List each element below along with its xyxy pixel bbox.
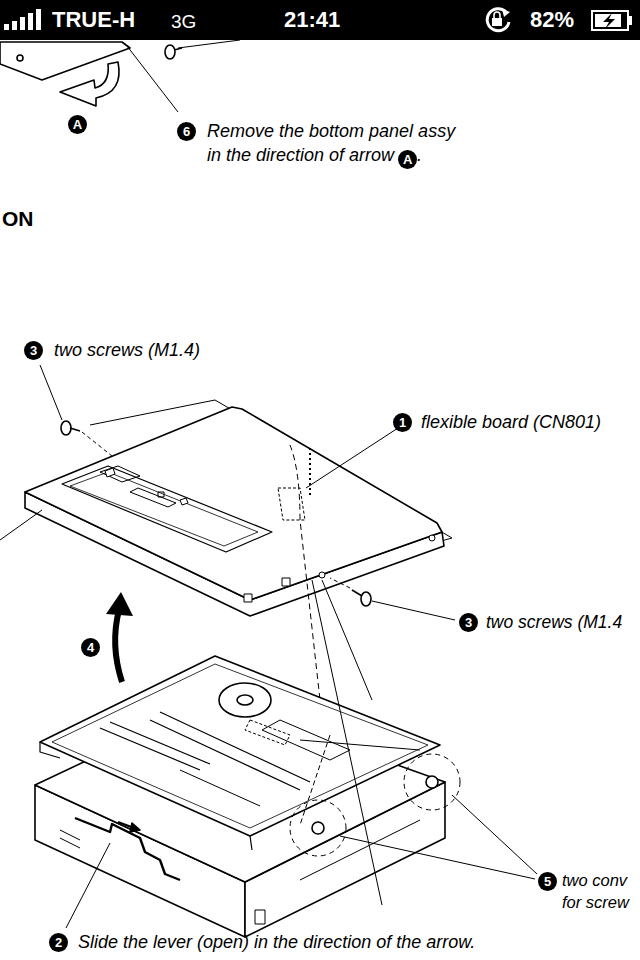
label-slot: 82%: [530, 7, 574, 33]
label-slot: ON: [2, 207, 34, 231]
network-type: 3G: [171, 11, 196, 32]
status-bar: [0, 0, 640, 40]
mechanism-illustration: [35, 580, 537, 937]
label-slot: 6: [177, 121, 196, 141]
label-slot: two conv for screw: [562, 869, 635, 913]
label-slot: 5: [538, 871, 557, 891]
carrier-name: TRUE-H: [52, 7, 135, 32]
label-slot: Remove the bottom panel assy in the dire…: [207, 119, 465, 169]
label-slot: 3G: [171, 9, 196, 35]
label-slot: TRUE-H: [52, 7, 135, 33]
clock-time: 21:41: [284, 7, 340, 32]
label-slot: Slide the lever (open) in the direction …: [78, 930, 475, 954]
section-heading: ON: [2, 207, 34, 230]
part-label: two screws (M1.4): [54, 340, 200, 360]
panel-illustration: [0, 365, 455, 700]
battery-percent: 82%: [530, 7, 574, 32]
label-slot: two screws (M1.4: [486, 610, 622, 634]
part-label: flexible board (CN801): [421, 412, 601, 432]
step-note: .: [417, 145, 422, 165]
label-slot: 1: [393, 412, 412, 432]
arrow-letter: A: [68, 115, 87, 134]
callout-number: 4: [81, 638, 100, 657]
label-slot: 4: [81, 637, 100, 657]
label-slot: A: [68, 114, 87, 134]
callout-number: 1: [393, 413, 412, 432]
top-illustration: [0, 40, 240, 112]
step-note: Slide the lever (open) in the direction …: [78, 932, 475, 952]
lift-arrow: [106, 592, 133, 682]
label-slot: 21:41: [284, 7, 340, 33]
callout-number: 5: [538, 872, 557, 891]
rotation-lock-icon: [487, 9, 510, 31]
callout-number: 6: [177, 122, 196, 141]
callout-number: 3: [459, 613, 478, 632]
label-slot: 2: [49, 932, 68, 952]
callout-number: 2: [49, 933, 68, 952]
callout-number: 3: [24, 341, 43, 360]
part-label: two conv for screw: [562, 871, 629, 911]
label-slot: 3: [24, 340, 43, 360]
part-label: two screws (M1.4: [486, 612, 622, 632]
battery-icon: [592, 11, 632, 30]
arrow-letter: A: [398, 150, 417, 169]
label-slot: flexible board (CN801): [421, 410, 601, 434]
label-slot: 3: [459, 612, 478, 632]
label-slot: two screws (M1.4): [54, 338, 200, 362]
signal-bars: [4, 9, 41, 30]
